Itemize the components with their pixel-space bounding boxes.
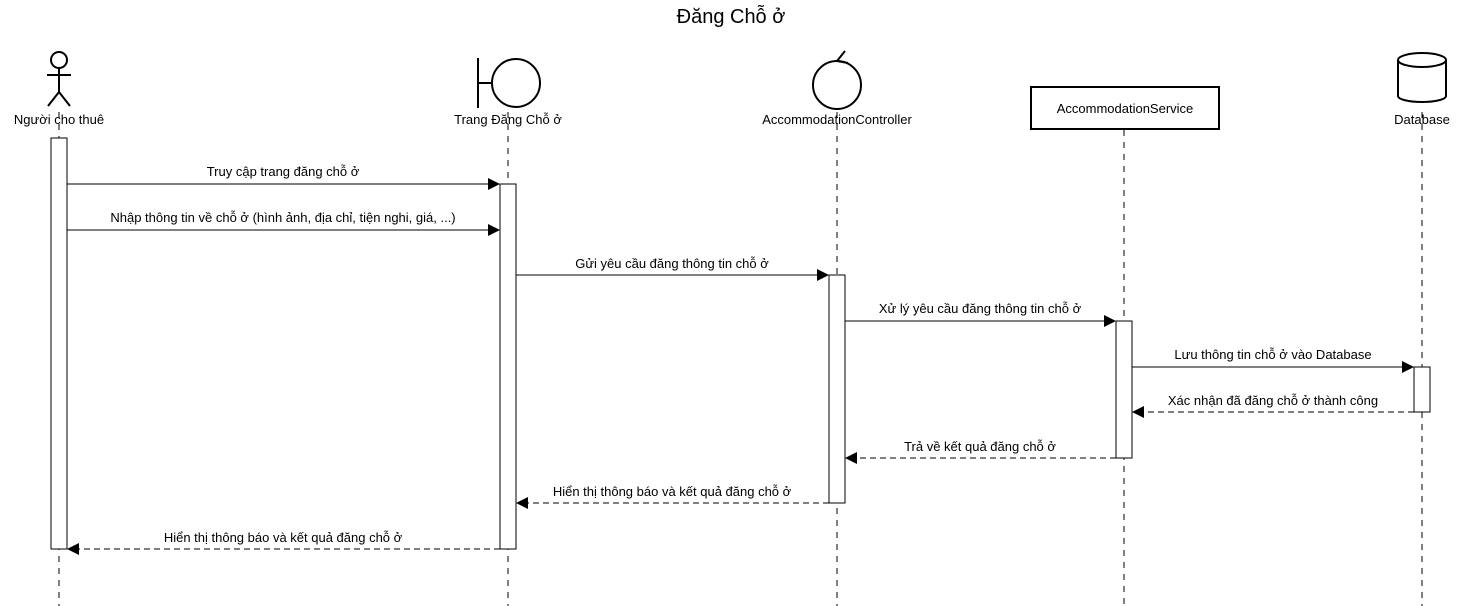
participant-label-controller: AccommodationController bbox=[762, 112, 912, 127]
activation-bar-db bbox=[1413, 366, 1431, 413]
message-label: Lưu thông tin chỗ ở vào Database bbox=[1174, 347, 1371, 362]
message-label: Truy cập trang đăng chỗ ở bbox=[207, 164, 360, 179]
activation-bar-tenant bbox=[50, 137, 68, 550]
message-label: Xử lý yêu cầu đăng thông tin chỗ ở bbox=[879, 301, 1082, 316]
participant-label-service: AccommodationService bbox=[1057, 101, 1194, 116]
message-label: Hiển thị thông báo và kết quả đăng chỗ ở bbox=[164, 530, 403, 545]
activation-bar-service bbox=[1115, 320, 1133, 459]
control-icon bbox=[812, 50, 862, 110]
message-label: Nhập thông tin về chỗ ở (hình ảnh, địa c… bbox=[110, 210, 455, 225]
diagram-title: Đăng Chỗ ở bbox=[676, 6, 786, 28]
participant-label-page: Trang Đăng Chỗ ở bbox=[454, 112, 562, 127]
actor-icon bbox=[47, 51, 71, 107]
service-box bbox=[1030, 86, 1220, 130]
activation-bar-page bbox=[499, 183, 517, 550]
participant-label-tenant: Người cho thuê bbox=[14, 112, 104, 127]
message-label: Trả về kết quả đăng chỗ ở bbox=[904, 439, 1056, 454]
database-icon bbox=[1397, 52, 1447, 103]
participant-label-db: Database bbox=[1394, 112, 1450, 127]
boundary-icon bbox=[477, 58, 541, 108]
message-label: Xác nhận đã đăng chỗ ở thành công bbox=[1168, 393, 1378, 408]
activation-bar-controller bbox=[828, 274, 846, 504]
message-label: Hiển thị thông báo và kết quả đăng chỗ ở bbox=[553, 484, 792, 499]
message-label: Gửi yêu cầu đăng thông tin chỗ ở bbox=[575, 256, 769, 271]
